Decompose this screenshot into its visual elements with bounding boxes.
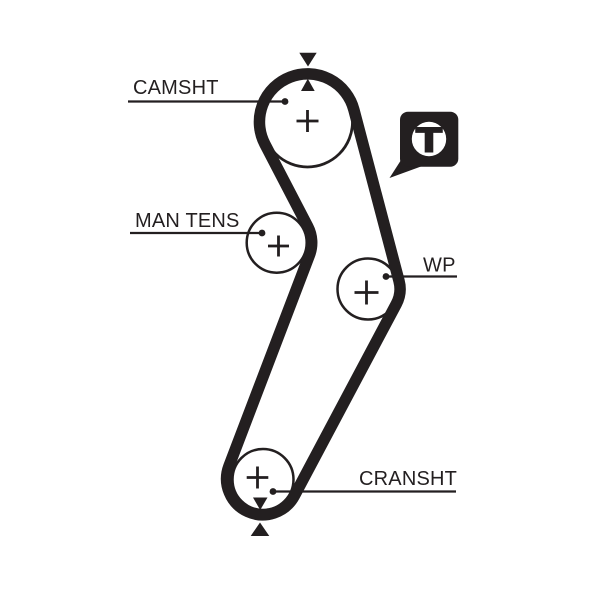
- labels: CAMSHT MAN TENS WP CRANSHT: [133, 77, 457, 490]
- camshaft-label: CAMSHT: [133, 77, 219, 99]
- camshaft-outer-timing-arrow-icon: [299, 52, 317, 67]
- water-pump-leader-dot-icon: [382, 273, 390, 280]
- crankshaft-label: CRANSHT: [359, 468, 457, 490]
- camshaft-center-cross-icon: [296, 110, 319, 132]
- camshaft-leader-dot-icon: [281, 98, 289, 105]
- timing-belt: [220, 68, 406, 521]
- tensioner-leader-dot-icon: [258, 229, 266, 237]
- timing-marks: [250, 52, 317, 536]
- tensioner-pulley: [245, 211, 308, 274]
- crankshaft-inner-timing-arrow-icon: [253, 497, 268, 510]
- crankshaft-center-cross-icon: [246, 466, 269, 489]
- badge-circle: [411, 121, 447, 157]
- tensioner-center-cross-icon: [268, 235, 289, 257]
- leader-lines: [128, 98, 457, 495]
- tension-check-badge: T: [389, 111, 459, 178]
- tensioner-label: MAN TENS: [135, 210, 240, 232]
- badge-letter: T: [416, 122, 442, 160]
- water-pump-center-cross-icon: [354, 280, 379, 305]
- water-pump-label: WP: [423, 255, 456, 277]
- camshaft-inner-timing-arrow-icon: [301, 78, 315, 91]
- crankshaft-leader-dot-icon: [269, 488, 277, 495]
- crankshaft-outer-timing-arrow-icon: [250, 522, 270, 536]
